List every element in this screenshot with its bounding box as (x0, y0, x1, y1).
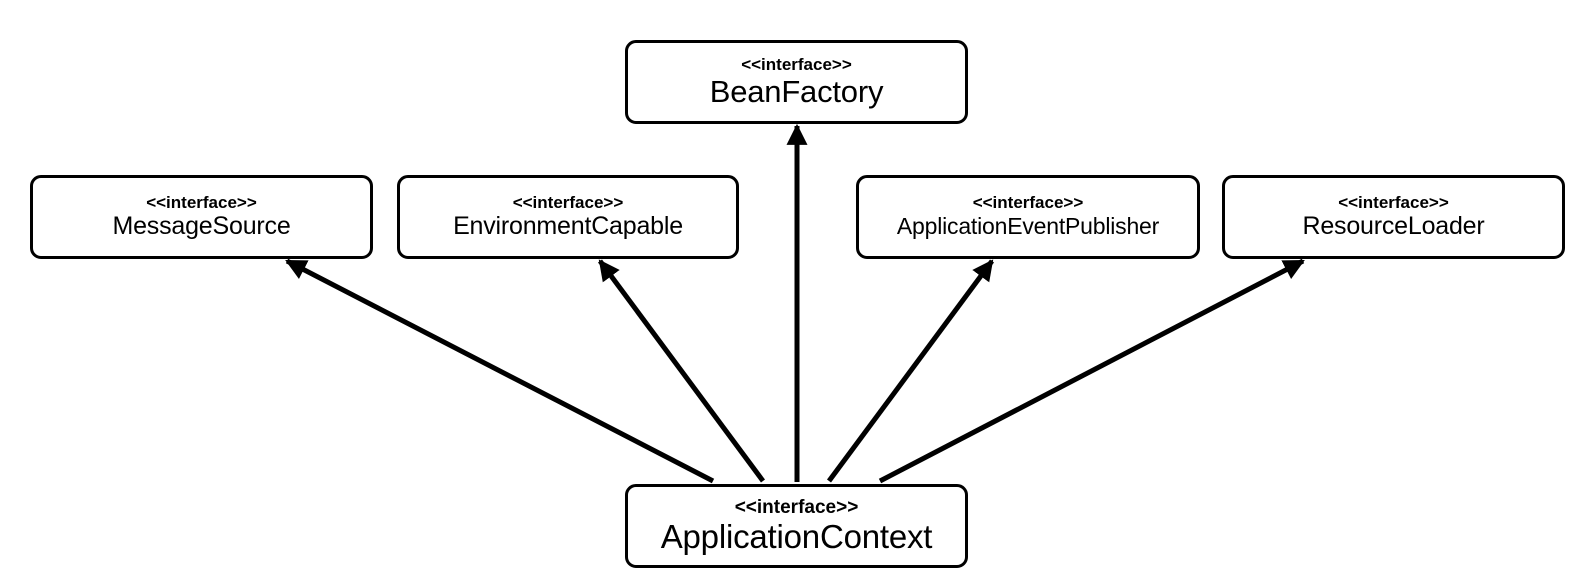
stereotype-label: <<interface>> (972, 193, 1084, 212)
interface-name: ResourceLoader (1302, 212, 1485, 240)
environmentcapable-node: <<interface>> EnvironmentCapable (397, 175, 739, 259)
resourceloader-node: <<interface>> ResourceLoader (1222, 175, 1565, 259)
arrow-to-messagesource (285, 258, 715, 484)
interface-name: ApplicationEventPublisher (896, 213, 1160, 239)
interface-name: BeanFactory (709, 73, 884, 109)
stereotype-label: <<interface>> (734, 497, 859, 518)
stereotype-label: <<interface>> (1338, 193, 1449, 212)
applicationcontext-node: <<interface>> ApplicationContext (625, 484, 968, 568)
beanfactory-node: <<interface>> BeanFactory (625, 40, 968, 124)
stereotype-label: <<interface>> (512, 193, 624, 212)
arrow-to-environmentcapable (597, 259, 766, 483)
stereotype-label: <<interface>> (146, 193, 257, 212)
applicationeventpublisher-node: <<interface>> ApplicationEventPublisher (856, 175, 1200, 259)
stereotype-label: <<interface>> (741, 54, 852, 74)
interface-name: EnvironmentCapable (453, 212, 683, 240)
interface-name: ApplicationContext (660, 518, 933, 555)
messagesource-node: <<interface>> MessageSource (30, 175, 373, 259)
arrow-to-eventpublisher (826, 259, 995, 483)
arrow-to-resourceloader (878, 258, 1305, 484)
interface-name: MessageSource (112, 212, 291, 240)
